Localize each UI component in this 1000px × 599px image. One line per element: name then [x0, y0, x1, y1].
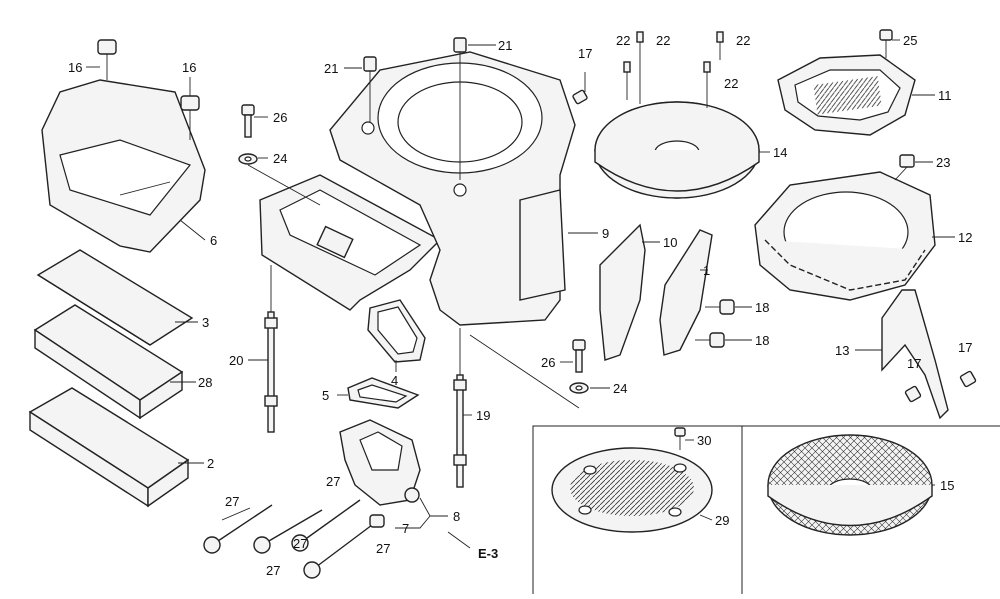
stud-19 [453, 328, 467, 488]
callout-leaders [86, 39, 955, 549]
callout-30: 30 [697, 433, 711, 448]
gasket-5 [347, 377, 420, 409]
gasket-4 [367, 299, 426, 363]
callout-26-right: 26 [541, 355, 555, 370]
callout-24-left: 24 [273, 151, 287, 166]
callout-6: 6 [210, 233, 217, 248]
callout-27-d: 27 [266, 563, 280, 578]
stud-20 [264, 265, 278, 433]
guide-10 [599, 223, 646, 361]
callout-9: 9 [602, 226, 609, 241]
callout-2: 2 [207, 456, 214, 471]
screen-grid-15 [767, 434, 933, 536]
callout-16-left: 16 [68, 60, 82, 75]
callout-12: 12 [958, 230, 972, 245]
shroud-bolt-21-left [363, 56, 377, 122]
collar-7 [369, 514, 385, 528]
callout-18-upper: 18 [755, 300, 769, 315]
bolt-27-c [291, 499, 361, 552]
screws-22 [623, 31, 724, 108]
callout-20: 20 [229, 353, 243, 368]
bolt-18-lower [695, 332, 725, 348]
air-cleaner-case [259, 174, 442, 311]
callout-22-c: 22 [736, 33, 750, 48]
screw-17-top [572, 72, 588, 105]
callout-28: 28 [198, 375, 212, 390]
washer-24-left [238, 153, 321, 206]
callout-23: 23 [936, 155, 950, 170]
bolt-26-right [572, 339, 586, 373]
callout-11: 11 [938, 88, 952, 103]
callout-27-e: 27 [376, 541, 390, 556]
callout-29: 29 [715, 513, 729, 528]
cover-knob-left [97, 39, 117, 80]
callout-14: 14 [773, 145, 787, 160]
air-filter-element [28, 387, 190, 508]
cover-plate-29 [551, 447, 713, 533]
callout-7: 7 [402, 521, 409, 536]
callout-27-c: 27 [293, 536, 307, 551]
callout-22-a: 22 [616, 33, 630, 48]
callout-13: 13 [835, 343, 849, 358]
pre-cleaner-screen [33, 304, 184, 420]
callout-17-mid: 17 [907, 356, 921, 371]
bolt-27-a [203, 504, 273, 554]
fan-housing-12 [754, 171, 936, 301]
screw-30 [674, 427, 686, 450]
bracket-13 [881, 289, 949, 420]
bolt-27-d [303, 524, 373, 579]
intake-elbow-8 [339, 419, 421, 506]
callout-labels: 16 16 6 3 28 2 20 26 24 21 21 17 22 22 2… [68, 33, 972, 578]
screw-17-mid [904, 385, 922, 403]
callout-27-a: 27 [225, 494, 239, 509]
callout-8: 8 [453, 509, 460, 524]
callout-4: 4 [391, 373, 398, 388]
nut-23 [894, 154, 915, 181]
callout-26-left: 26 [273, 110, 287, 125]
washer-24-right [469, 334, 589, 409]
cover-plate-11 [777, 54, 916, 136]
bolt-18-upper [705, 299, 735, 315]
callout-19: 19 [476, 408, 490, 423]
screw-17-right [959, 370, 977, 388]
air-cleaner-cover [41, 79, 206, 253]
callout-22-b: 22 [656, 33, 670, 48]
callout-1: 1 [703, 263, 710, 278]
callout-17-top: 17 [578, 46, 592, 61]
foam-pre-cleaner [36, 249, 194, 346]
bolt-26-left [241, 104, 255, 138]
callout-10: 10 [663, 235, 677, 250]
callout-24-right: 24 [613, 381, 627, 396]
bolt-25 [879, 29, 893, 58]
callout-27-b: 27 [326, 474, 340, 489]
callout-3: 3 [202, 315, 209, 330]
callout-25: 25 [903, 33, 917, 48]
callout-5: 5 [322, 388, 329, 403]
bolt-27-b [253, 509, 323, 554]
callout-18-lower: 18 [755, 333, 769, 348]
shroud-bolt-21-right [453, 37, 467, 180]
callout-15: 15 [940, 478, 954, 493]
reference-e3[interactable]: E-3 [478, 546, 498, 561]
callout-22-d: 22 [724, 76, 738, 91]
callout-17-right: 17 [958, 340, 972, 355]
callout-21-right: 21 [498, 38, 512, 53]
bracket-1 [659, 229, 713, 356]
alternate-parts-inset [532, 425, 1000, 594]
screen-grid-14 [594, 101, 760, 199]
callout-16-right: 16 [182, 60, 196, 75]
callout-21-left: 21 [324, 61, 338, 76]
